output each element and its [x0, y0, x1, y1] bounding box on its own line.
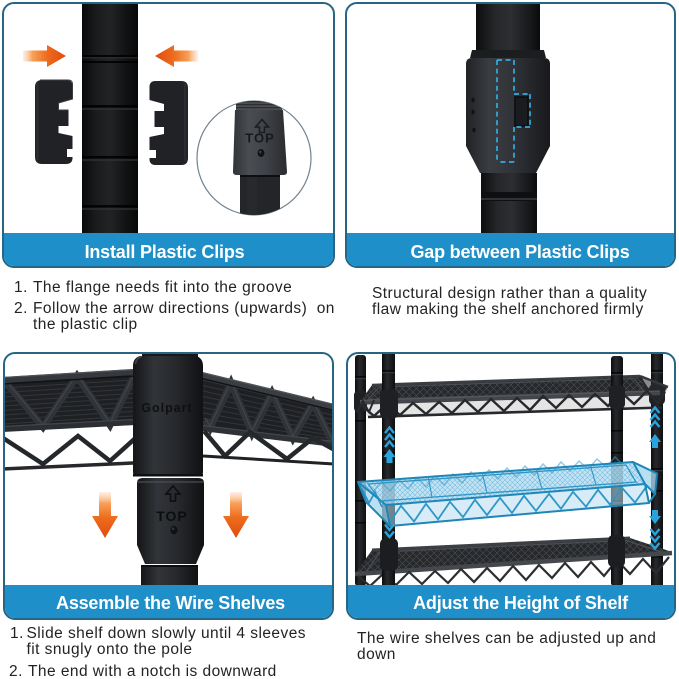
- svg-text:Golpart: Golpart: [141, 401, 192, 415]
- svg-text:TOP: TOP: [156, 508, 188, 524]
- svg-text:TOP: TOP: [245, 131, 275, 146]
